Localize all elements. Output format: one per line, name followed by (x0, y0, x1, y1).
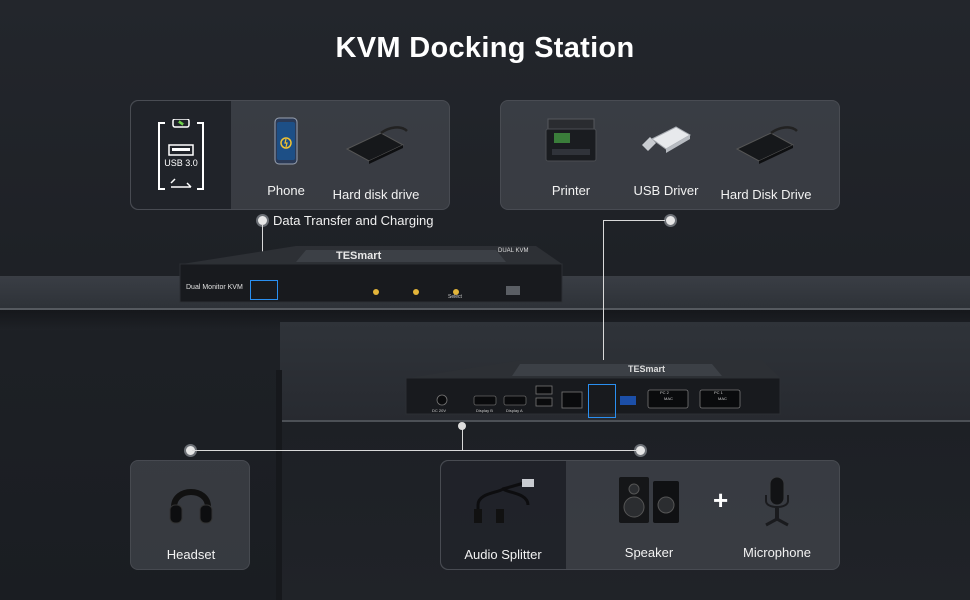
audio-annotation-hline (192, 450, 638, 451)
hard-disk-icon (345, 126, 408, 164)
device-hard-disk-drive: Hard Disk Drive (716, 123, 816, 202)
plus-sign: + (713, 485, 729, 515)
hard-disk-icon (735, 126, 798, 164)
device-audio-splitter: Audio Splitter (453, 479, 553, 562)
speaker-icon (619, 477, 679, 523)
rear-port-display-a: Display A (506, 408, 523, 413)
device-usb-driver: USB Driver (626, 123, 706, 198)
rear-port-display-b: Display B (476, 408, 493, 413)
front-select-label: Select (448, 294, 462, 300)
rear-port-mac-2: MAC (664, 396, 673, 401)
device-headset: Headset (151, 477, 231, 562)
bottom-right-panel: Audio Splitter Speaker + Microphone (440, 460, 840, 570)
hard-disk-label: Hard disk drive (332, 187, 420, 202)
kvm-front-device: TESmart DUAL KVM Dual Monitor KVM Select (176, 242, 566, 306)
rear-port-mac-1: MAC (718, 396, 727, 401)
rear-brand: TESmart (628, 364, 666, 374)
microphone-label: Microphone (743, 545, 811, 560)
usb-driver-label: USB Driver (633, 183, 699, 198)
bottom-left-panel: Headset (130, 460, 250, 570)
microphone-icon (765, 476, 789, 527)
rear-port-dc: DC 20V (432, 408, 447, 413)
audio-splitter-icon (474, 479, 534, 523)
right-annotation-vline (603, 220, 604, 384)
lower-step-edge (280, 420, 970, 422)
upper-shelf-edge (0, 308, 970, 310)
front-brand: TESmart (336, 250, 382, 262)
rear-port-pc2: PC 2 (660, 390, 669, 395)
top-left-panel: USB 3.0 Phone Hard disk drive (130, 100, 450, 210)
top-right-panel: Printer USB Driver Hard Disk Drive (500, 100, 840, 210)
front-model-label: Dual Monitor KVM (186, 284, 243, 291)
device-printer: Printer (531, 117, 611, 198)
phone-icon (274, 117, 298, 165)
front-usb3-port-highlight (250, 280, 278, 300)
headset-label: Headset (166, 547, 216, 562)
rear-usb3-port-highlight (588, 384, 616, 418)
device-phone: Phone (256, 117, 316, 198)
phone-label: Phone (267, 183, 305, 198)
audio-splitter-label: Audio Splitter (464, 547, 542, 562)
hard-disk-drive-label: Hard Disk Drive (720, 187, 812, 202)
audio-annotation-vline (462, 426, 463, 450)
usb3-icon (155, 118, 207, 193)
speaker-label: Speaker (624, 545, 674, 560)
device-speaker: Speaker (601, 475, 697, 560)
kvm-rear-device: TESmart DC 20V Display B Display A PC 2 … (402, 356, 784, 418)
audio-jack-dot (458, 422, 466, 430)
usb-badge-label: USB 3.0 (164, 158, 198, 168)
device-hard-disk: Hard disk drive (326, 123, 426, 202)
right-annotation-hline (603, 220, 665, 221)
lower-step-side (276, 370, 282, 600)
right-annotation-dot (664, 214, 677, 227)
usb-flash-drive-icon (642, 126, 691, 153)
page-title: KVM Docking Station (335, 32, 635, 64)
front-tag: DUAL KVM (498, 248, 529, 254)
printer-label: Printer (551, 183, 591, 198)
device-microphone: Microphone (731, 475, 823, 560)
annotation-line (262, 224, 263, 274)
data-transfer-note: Data Transfer and Charging (273, 213, 434, 228)
rear-port-pc1: PC 1 (714, 390, 723, 395)
headset-icon (169, 489, 213, 524)
printer-icon (545, 118, 597, 162)
